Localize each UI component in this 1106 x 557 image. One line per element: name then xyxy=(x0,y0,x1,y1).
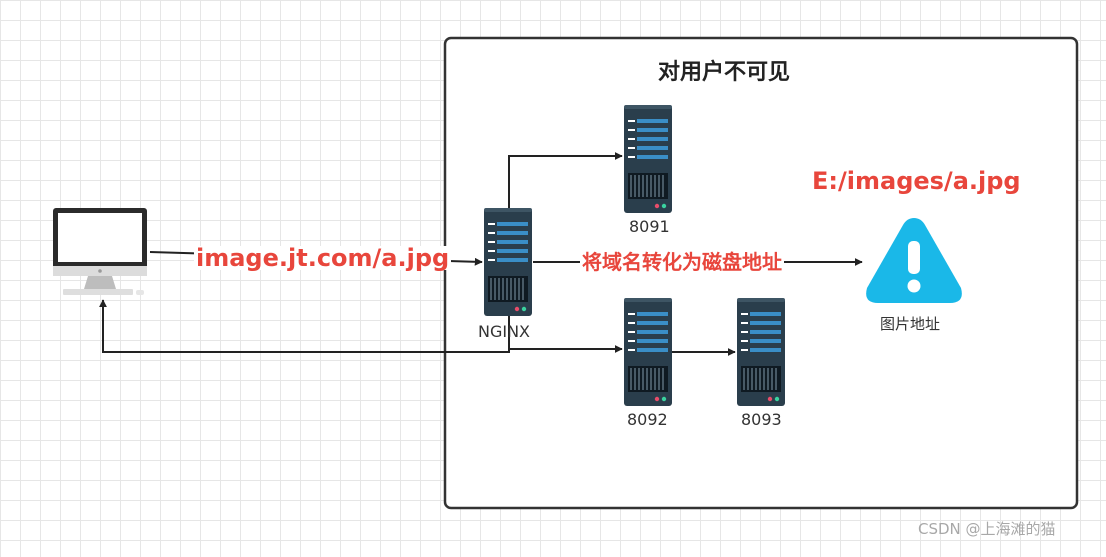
server-8092-label: 8092 xyxy=(627,410,668,429)
server-8093-label: 8093 xyxy=(741,410,782,429)
request-url-label: image.jt.com/a.jpg xyxy=(194,244,452,272)
server-8091-label: 8091 xyxy=(629,217,670,236)
desktop-computer-icon xyxy=(53,208,147,295)
disk-path-label: E:/images/a.jpg xyxy=(812,167,1021,195)
nginx-server-icon xyxy=(483,207,533,317)
convert-domain-label: 将域名转化为磁盘地址 xyxy=(580,250,784,274)
server-8092-icon xyxy=(623,297,673,407)
warning-triangle-icon xyxy=(866,218,962,303)
image-address-label: 图片地址 xyxy=(880,315,941,333)
server-8093-icon xyxy=(736,297,786,407)
watermark: CSDN @上海滩的猫 xyxy=(918,520,1056,538)
server-8091-icon xyxy=(623,104,673,214)
edge-response-to-client xyxy=(99,299,510,353)
edge-nginx-to-8091 xyxy=(508,152,623,208)
region-title: 对用户不可见 xyxy=(658,60,791,85)
nginx-label: NGINX xyxy=(478,322,531,341)
